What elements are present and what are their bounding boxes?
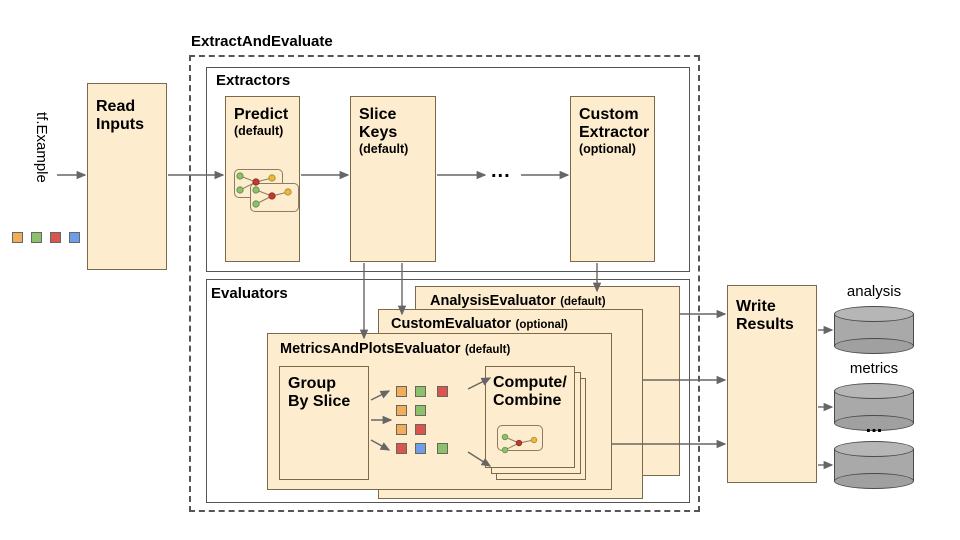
custom-evaluator-name: CustomEvaluator <box>391 316 512 332</box>
output-cylinder-metrics[interactable] <box>834 383 914 431</box>
cylinder-bottom <box>834 415 914 431</box>
input-chip <box>31 232 42 243</box>
extractor-ellipsis: ... <box>491 160 511 182</box>
output-cylinder-analysis[interactable] <box>834 306 914 354</box>
group-evaluators <box>206 279 690 503</box>
output-label-more: ... <box>865 415 883 437</box>
compute-combine-line1: Compute/ <box>493 374 567 391</box>
input-label: tf.Example <box>33 112 50 183</box>
slice-chip <box>396 405 407 416</box>
slice-chip <box>396 386 407 397</box>
node-slice-keys[interactable]: Slice Keys (default) <box>350 96 436 262</box>
node-read-inputs[interactable]: Read Inputs <box>87 83 167 270</box>
input-chip <box>12 232 23 243</box>
node-metrics-and-plots-evaluator[interactable]: MetricsAndPlotsEvaluator (default) Group… <box>267 333 612 490</box>
slice-chip <box>396 443 407 454</box>
slice-chip <box>437 386 448 397</box>
slice-chip <box>437 443 448 454</box>
cylinder-top <box>834 441 914 457</box>
input-chip <box>50 232 61 243</box>
node-write-results[interactable]: Write Results <box>727 285 817 483</box>
custom-extractor-line2: Extractor <box>579 123 650 141</box>
metrics-evaluator-qualifier: (default) <box>464 344 511 356</box>
group-title-extract-and-evaluate: ExtractAndEvaluate <box>191 33 333 50</box>
input-chip <box>69 232 80 243</box>
analysis-evaluator-qualifier: (default) <box>560 296 606 308</box>
slice-chip <box>415 405 426 416</box>
read-inputs-line1: Read <box>96 98 136 115</box>
output-label-metrics: metrics <box>849 360 899 377</box>
read-inputs-line2: Inputs <box>96 115 144 133</box>
cylinder-top <box>834 383 914 399</box>
slice-keys-qualifier: (default) <box>359 141 409 156</box>
slice-keys-line1: Slice <box>359 106 397 123</box>
write-results-line1: Write <box>736 298 776 315</box>
group-title-extractors: Extractors <box>216 72 291 89</box>
custom-extractor-line1: Custom <box>579 106 639 123</box>
predict-title: Predict <box>234 106 289 123</box>
compute-combine-graph-card <box>497 425 543 451</box>
predict-qualifier: (default) <box>234 123 284 138</box>
group-by-slice-line1: Group <box>288 375 336 392</box>
group-extract-and-evaluate <box>189 55 700 512</box>
slice-chip <box>415 443 426 454</box>
node-custom-extractor[interactable]: Custom Extractor (optional) <box>570 96 655 262</box>
slice-chip <box>415 424 426 435</box>
slice-chip <box>396 424 407 435</box>
output-cylinder-more[interactable] <box>834 441 914 489</box>
compute-combine-line2: Combine <box>493 391 562 409</box>
custom-evaluator-qualifier: (optional) <box>515 319 568 331</box>
cylinder-top <box>834 306 914 322</box>
node-compute-combine[interactable]: Compute/ Combine <box>485 366 575 468</box>
slice-keys-line2: Keys <box>359 123 398 141</box>
group-extractors <box>206 67 690 272</box>
node-group-by-slice[interactable]: Group By Slice <box>279 366 369 480</box>
cylinder-bottom <box>834 473 914 489</box>
slice-chip-grid <box>396 386 472 462</box>
node-predict[interactable]: Predict (default) <box>225 96 300 262</box>
cylinder-bottom <box>834 338 914 354</box>
custom-extractor-qualifier: (optional) <box>579 141 636 156</box>
group-by-slice-line2: By Slice <box>288 392 351 410</box>
slice-chip <box>415 386 426 397</box>
group-title-evaluators: Evaluators <box>211 285 288 302</box>
metrics-evaluator-name: MetricsAndPlotsEvaluator <box>280 341 461 357</box>
predict-graph-card-front <box>250 183 299 212</box>
write-results-line2: Results <box>736 315 794 333</box>
analysis-evaluator-name: AnalysisEvaluator <box>430 293 556 309</box>
input-chip-row <box>12 232 82 246</box>
output-label-analysis: analysis <box>846 283 902 300</box>
